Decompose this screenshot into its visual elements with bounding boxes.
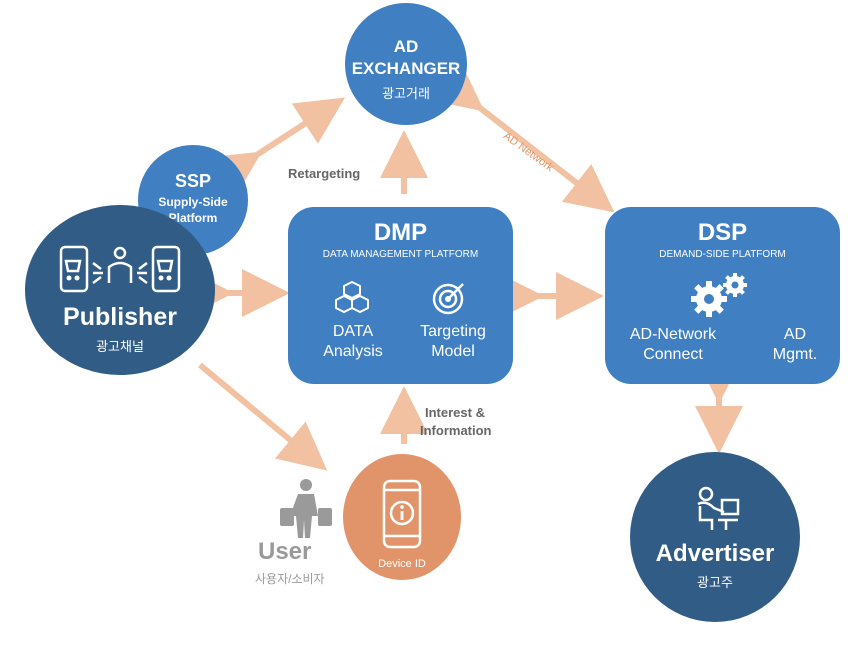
info-phone-icon [382, 479, 422, 549]
dmp-subtitle: DATA MANAGEMENT PLATFORM [322, 249, 479, 260]
arrow-publisher-device [198, 362, 328, 471]
ad-exchanger-node: AD EXCHANGER 광고거래 [345, 3, 467, 125]
advertiser-subtitle: 광고주 [697, 575, 733, 590]
dsp-feature-ad-mgmt: AD Mgmt. [772, 326, 818, 363]
dsp-subtitle: DEMAND-SIDE PLATFORM [659, 249, 786, 260]
gears-icon [691, 273, 747, 317]
ad-exchanger-title-line2: EXCHANGER [351, 59, 461, 78]
advertiser-node: Advertiser 광고주 [630, 452, 800, 622]
target-icon [432, 283, 464, 315]
retargeting-label: Retargeting [288, 166, 361, 181]
cube-cluster-icon [335, 280, 369, 314]
ssp-line2: Platform [168, 211, 218, 225]
shopping-person-icon [280, 479, 332, 538]
dmp-feature-targeting-model: Targeting Model [420, 323, 486, 360]
dmp-node: DMP DATA MANAGEMENT PLATFORM DATA Analys… [288, 207, 513, 384]
ad-exchanger-title-line1: AD [393, 37, 419, 56]
dsp-node: DSP DEMAND-SIDE PLATFORM AD-Network Conn… [605, 207, 840, 384]
publisher-subtitle: 광고채널 [96, 339, 144, 354]
interest-label-line2: Information [420, 423, 492, 438]
device-id-node: Device ID [343, 454, 461, 580]
people-network-icon [59, 245, 181, 293]
ssp-title: SSP [174, 171, 212, 191]
publisher-node: Publisher 광고채널 [25, 205, 215, 375]
dsp-feature-adnetwork-connect: AD-Network Connect [629, 326, 717, 363]
interest-label-line1: Interest & [425, 405, 485, 420]
worker-at-desk-icon [697, 486, 740, 530]
advertiser-title: Advertiser [655, 540, 775, 567]
device-id-label: Device ID [378, 558, 426, 570]
ad-exchanger-subtitle: 광고거래 [382, 86, 430, 101]
publisher-title: Publisher [63, 303, 177, 331]
dmp-title: DMP [373, 219, 428, 246]
arrow-ssp-exchanger [208, 97, 346, 198]
dsp-title: DSP [697, 219, 748, 246]
arrow-exchanger-dsp [431, 62, 615, 213]
ssp-line1: Supply-Side [158, 195, 228, 209]
user-subtitle: 사용자/소비자 [255, 572, 325, 586]
dmp-feature-data-analysis: DATA Analysis [323, 323, 383, 360]
user-title: User [258, 538, 312, 565]
